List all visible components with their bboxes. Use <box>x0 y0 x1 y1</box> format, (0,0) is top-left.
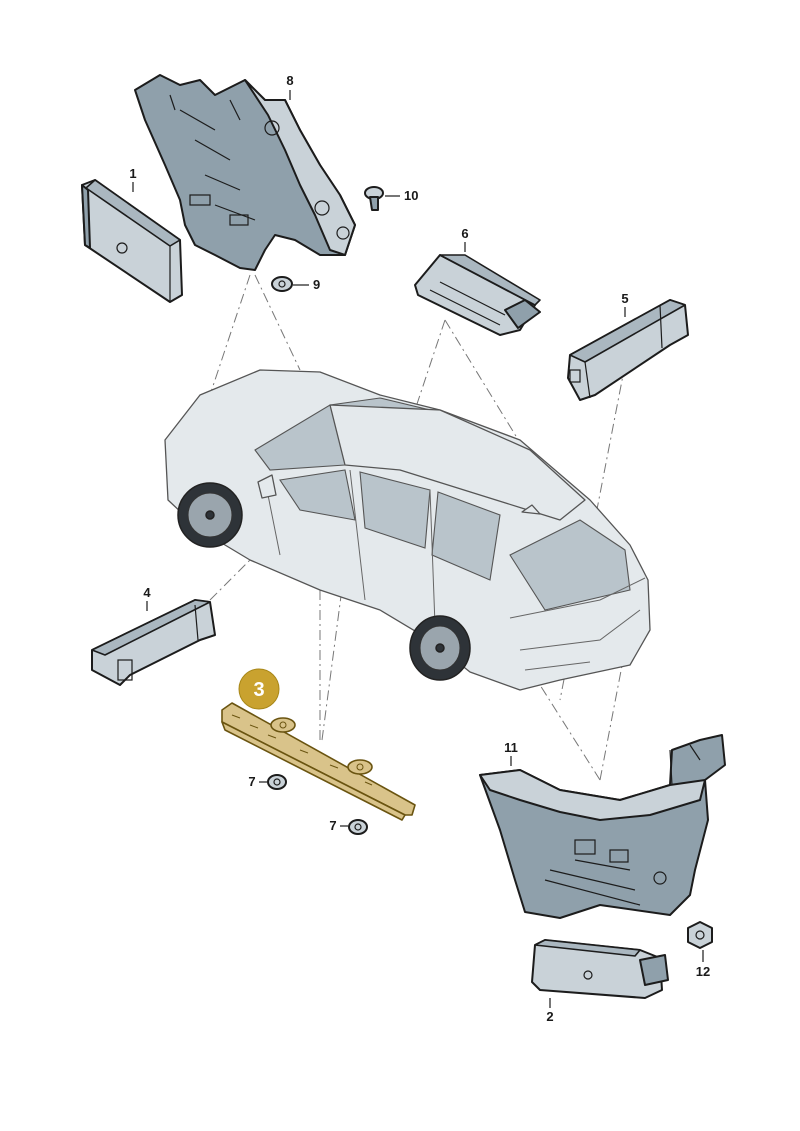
highlight-badge-label: 3 <box>253 679 264 701</box>
callout-1: 1 <box>129 166 136 181</box>
part-2-control-unit <box>531 939 669 999</box>
part-10-screw <box>364 186 384 211</box>
part-7-nut-b <box>348 819 368 835</box>
callout-7b: 7 <box>329 818 336 833</box>
callout-9: 9 <box>313 277 320 292</box>
callout-6: 6 <box>461 226 468 241</box>
highlight-badge: 3 <box>238 668 280 710</box>
callout-11: 11 <box>504 740 518 755</box>
callout-12: 12 <box>696 964 710 979</box>
car-illustration <box>164 369 651 691</box>
part-9-nut <box>271 276 293 292</box>
part-3-sensor-bar <box>221 702 416 821</box>
callout-labels: 8 1 10 9 6 5 4 7 7 11 12 2 <box>129 73 710 1024</box>
part-8-bracket <box>134 74 356 271</box>
callout-5: 5 <box>621 291 628 306</box>
highlight-badge-circle <box>238 668 280 710</box>
part-1-control-unit <box>81 179 183 303</box>
callout-4: 4 <box>143 585 151 600</box>
callout-leads <box>132 90 704 1008</box>
callout-10: 10 <box>404 188 418 203</box>
callout-7a: 7 <box>248 774 255 789</box>
part-4-bracket <box>91 599 216 686</box>
part-12-nut <box>687 921 713 949</box>
part-7-nut-a <box>267 774 287 790</box>
callout-8: 8 <box>286 73 293 88</box>
part-5-bracket <box>567 299 689 401</box>
callout-2: 2 <box>546 1009 553 1024</box>
part-11-bracket <box>479 734 726 919</box>
part-6-module <box>414 254 541 336</box>
